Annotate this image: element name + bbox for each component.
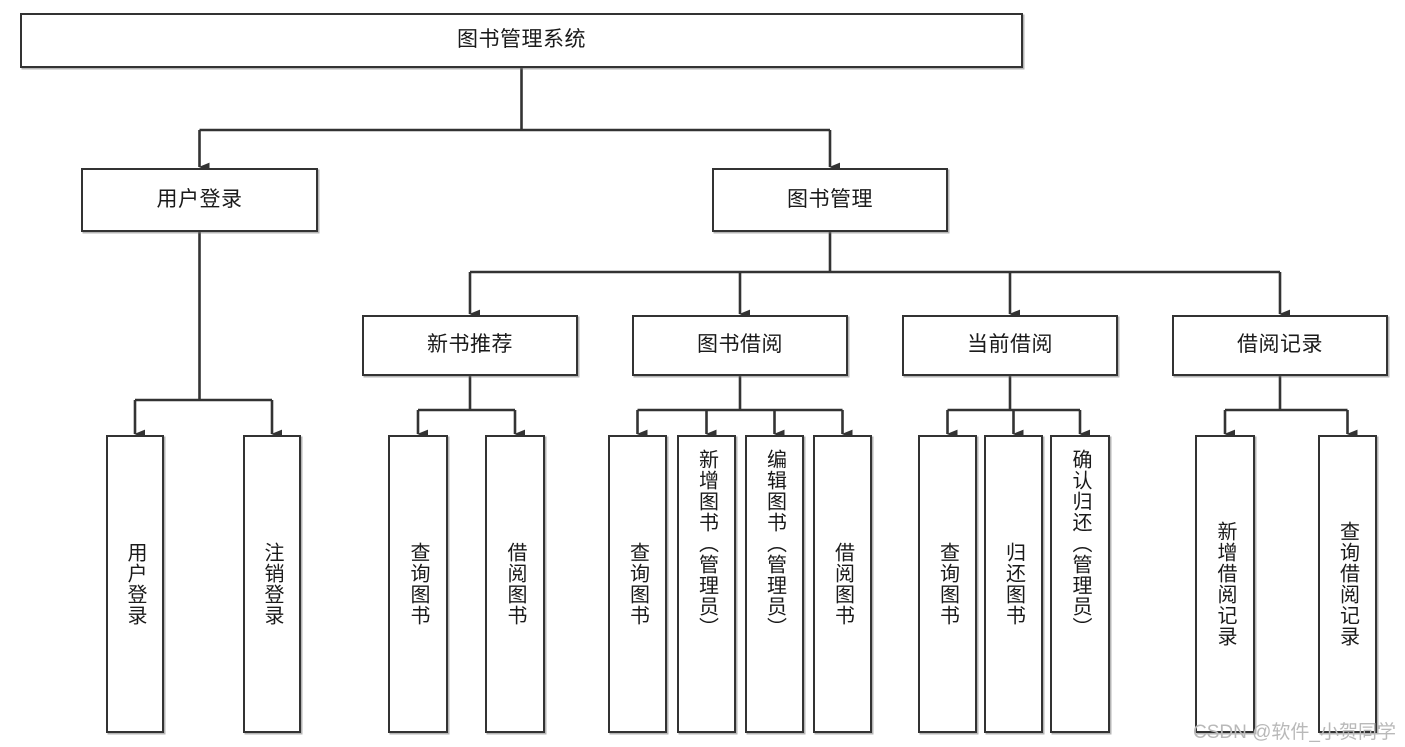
node-leaf-borrow-book-2[interactable]: 借阅图书 [813, 435, 872, 733]
node-leaf-edit-book[interactable]: 编辑图书（管理员） [745, 435, 804, 733]
node-label: 借阅图书 [831, 542, 854, 626]
node-label: 借阅图书 [504, 542, 526, 626]
node-current-borrow[interactable]: 当前借阅 [902, 315, 1118, 376]
node-label: 新书推荐 [427, 333, 513, 357]
node-label: 图书管理 [787, 187, 873, 211]
node-label: 新增借阅记录 [1214, 521, 1236, 647]
node-root[interactable]: 图书管理系统 [20, 13, 1023, 68]
node-label: 确认归还（管理员） [1069, 449, 1091, 638]
node-leaf-query-book-1[interactable]: 查询图书 [388, 435, 448, 733]
node-label: 用户登录 [124, 542, 146, 626]
node-leaf-add-record[interactable]: 新增借阅记录 [1195, 435, 1255, 733]
node-label: 注销登录 [261, 542, 283, 626]
node-label: 借阅记录 [1237, 333, 1323, 357]
node-leaf-borrow-book-1[interactable]: 借阅图书 [485, 435, 545, 733]
node-label: 新增图书（管理员） [695, 449, 718, 638]
node-borrow-record[interactable]: 借阅记录 [1172, 315, 1388, 376]
node-leaf-query-book-2[interactable]: 查询图书 [608, 435, 667, 733]
node-leaf-add-book[interactable]: 新增图书（管理员） [677, 435, 736, 733]
node-label: 当前借阅 [967, 333, 1053, 357]
node-book-borrow[interactable]: 图书借阅 [632, 315, 848, 376]
node-label: 查询图书 [407, 542, 429, 626]
node-label: 查询借阅记录 [1336, 521, 1359, 647]
node-user-login[interactable]: 用户登录 [81, 168, 318, 232]
node-book-manage[interactable]: 图书管理 [712, 168, 948, 232]
node-leaf-return-book[interactable]: 归还图书 [984, 435, 1043, 733]
node-label: 用户登录 [156, 187, 243, 211]
node-leaf-query-record[interactable]: 查询借阅记录 [1318, 435, 1377, 733]
node-label: 查询图书 [936, 542, 959, 626]
node-label: 图书管理系统 [457, 28, 586, 52]
csdn-watermark: CSDN @软件_小贺同学 [1193, 722, 1396, 743]
node-leaf-user-logout[interactable]: 注销登录 [243, 435, 301, 733]
node-leaf-confirm-return[interactable]: 确认归还（管理员） [1050, 435, 1110, 733]
node-label: 图书借阅 [697, 333, 783, 357]
node-label: 编辑图书（管理员） [763, 449, 786, 638]
node-label: 查询图书 [626, 542, 649, 626]
node-leaf-query-book-3[interactable]: 查询图书 [918, 435, 977, 733]
node-new-book-recommend[interactable]: 新书推荐 [362, 315, 578, 376]
node-label: 归还图书 [1002, 542, 1025, 626]
node-leaf-user-login[interactable]: 用户登录 [106, 435, 164, 733]
